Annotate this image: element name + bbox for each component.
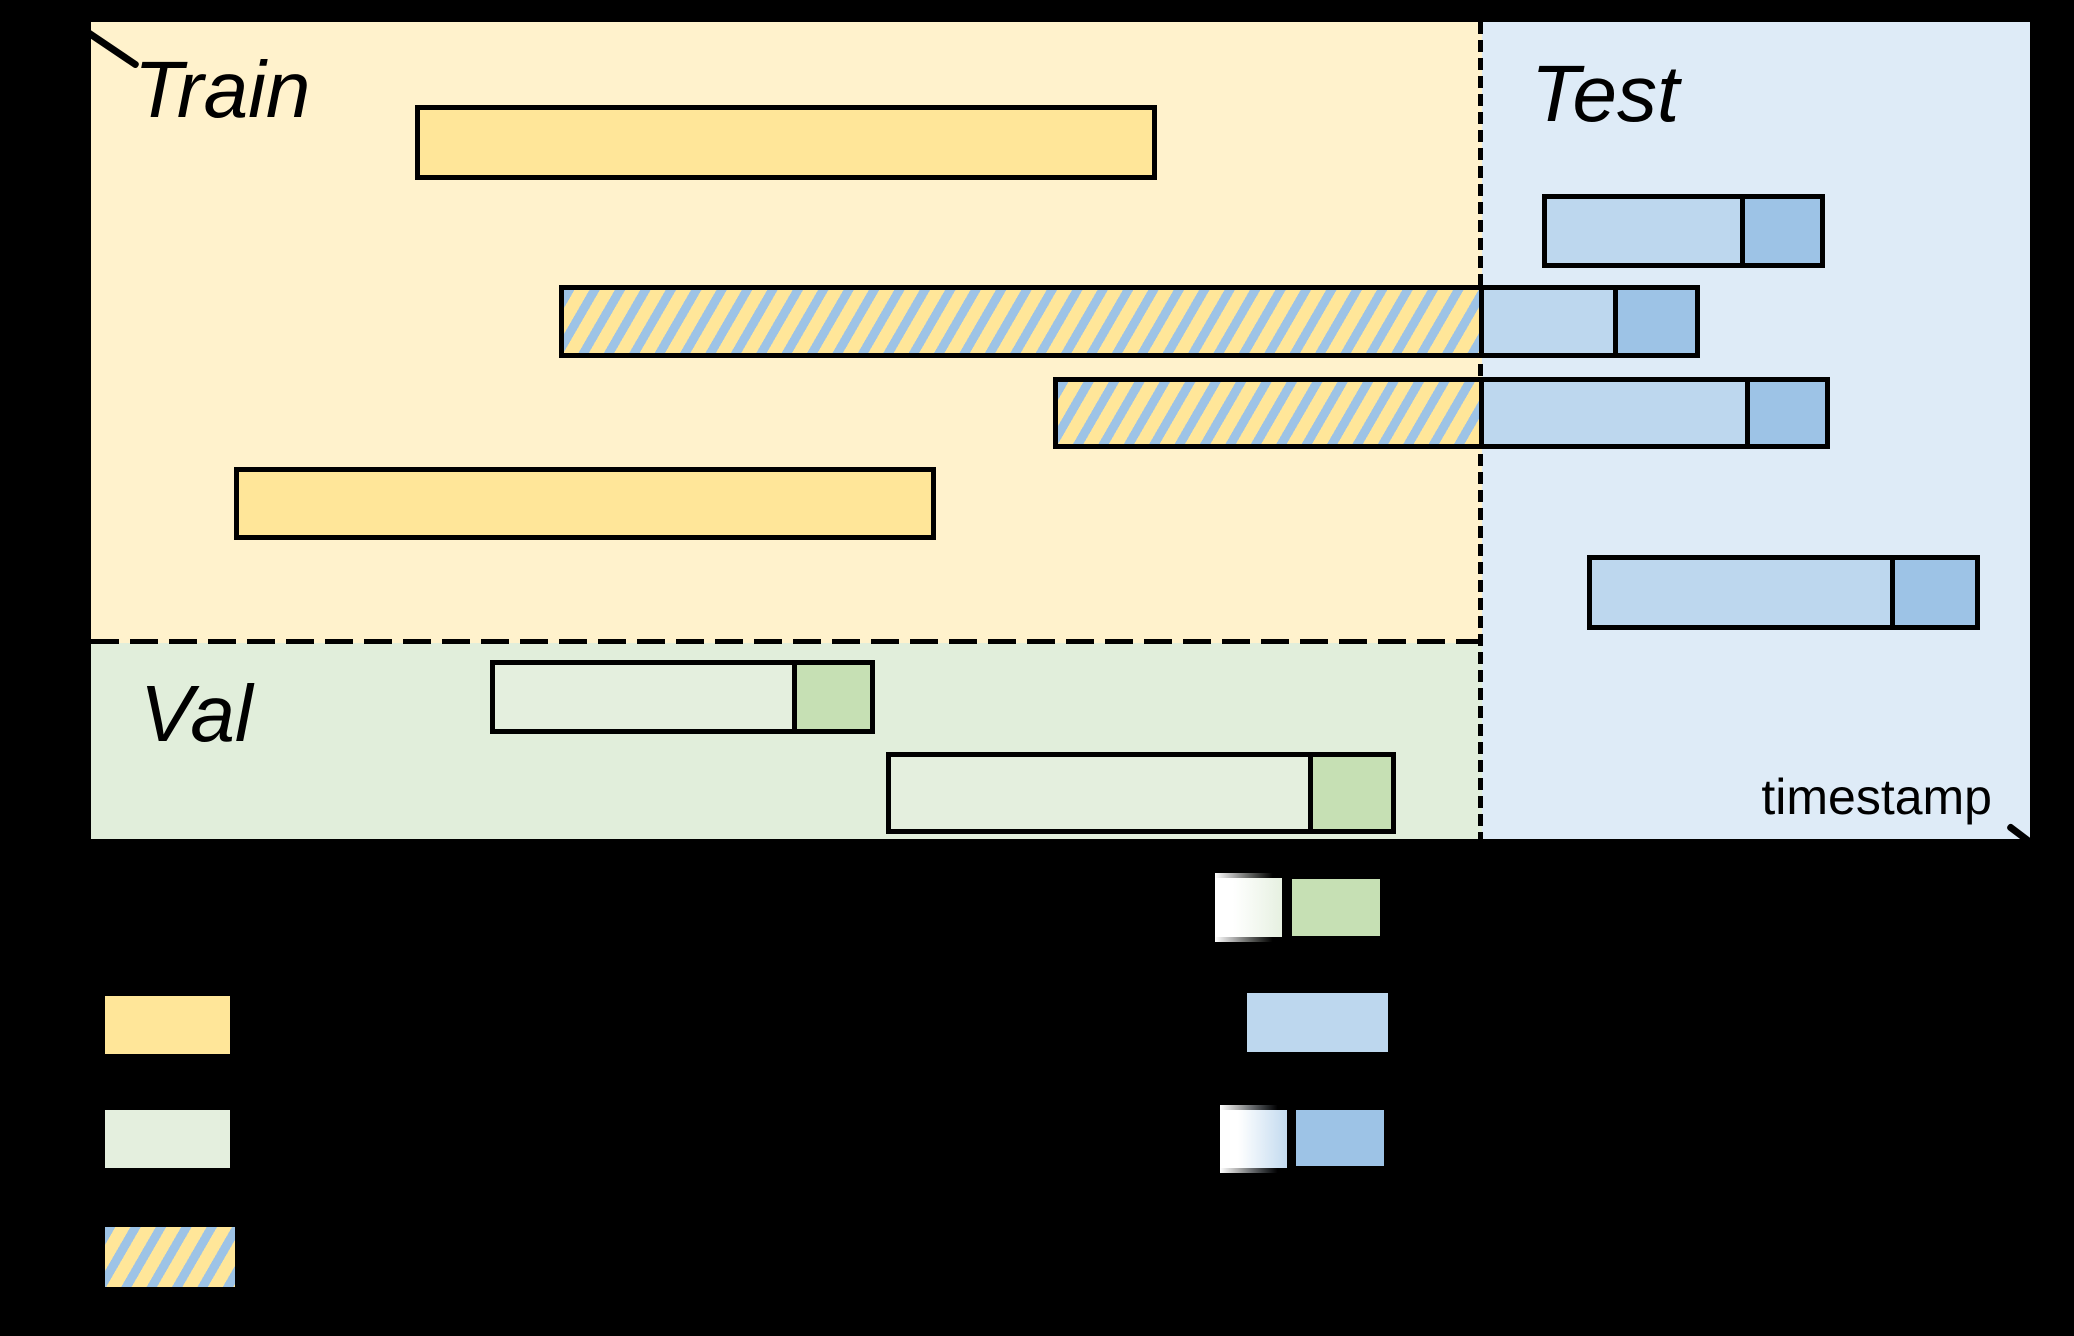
legend-test-window-swatch-border xyxy=(1287,1105,1292,1173)
legend-overlap-swatch xyxy=(105,1227,235,1287)
legend-val-window-swatch-border xyxy=(1215,937,1287,942)
test-window-1-forecast-segment xyxy=(1613,290,1695,353)
timestamp-axis-label: timestamp xyxy=(1761,769,1992,825)
test-window-4-forecast-segment xyxy=(1890,560,1975,625)
legend-val-window-swatch-forecast-solid xyxy=(1292,879,1380,936)
val-window-2 xyxy=(886,752,1396,834)
legend-val-window-swatch-border xyxy=(1282,873,1287,942)
legend-test-window-swatch-border xyxy=(1220,1168,1292,1173)
test-window-1 xyxy=(1479,285,1700,358)
val-window-1-forecast-segment xyxy=(792,665,870,729)
legend-test-window-swatch-border xyxy=(1220,1105,1292,1110)
test-window-2 xyxy=(1479,377,1830,449)
train-sequence-1 xyxy=(415,105,1157,180)
train-val-boundary-dashed-line xyxy=(91,639,1482,644)
test-window-3-forecast-segment xyxy=(1740,199,1820,263)
train-overlap-2 xyxy=(1053,377,1484,449)
train-sequence-2 xyxy=(234,467,936,540)
legend-val-context-swatch xyxy=(105,1110,230,1168)
test-window-2-forecast-segment xyxy=(1745,382,1825,444)
legend-val-window-swatch-context-gradient xyxy=(1215,873,1287,942)
train-label: Train xyxy=(134,45,311,134)
legend-test-window-swatch-forecast-solid xyxy=(1296,1110,1384,1166)
val-window-1 xyxy=(490,660,875,734)
val-window-2-forecast-segment xyxy=(1308,757,1391,829)
legend-train-sequence-swatch xyxy=(105,996,230,1054)
test-window-4 xyxy=(1587,555,1980,630)
test-label: Test xyxy=(1531,49,1680,138)
legend-test-context-swatch xyxy=(1247,993,1388,1052)
legend-val-window-swatch-border xyxy=(1215,873,1287,878)
test-window-3 xyxy=(1542,194,1825,268)
legend-test-window-swatch-context-gradient xyxy=(1220,1105,1292,1173)
train-overlap-1 xyxy=(559,285,1484,358)
val-label: Val xyxy=(140,669,253,758)
